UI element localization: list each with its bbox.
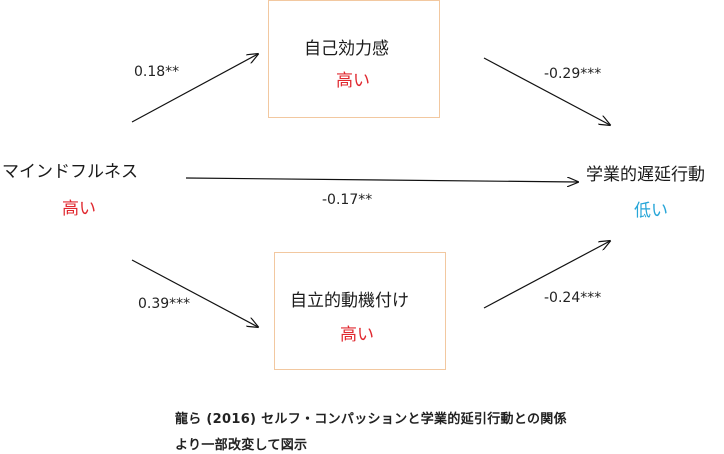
self-efficacy-level: 高い	[336, 71, 370, 91]
coef-mindfulness-procrastination: -0.17**	[322, 192, 373, 208]
arrow-mindfulness-to-self-efficacy	[131, 54, 258, 123]
mediator-box-self-efficacy	[268, 0, 440, 118]
mediator-box-autonomous-motivation	[274, 252, 446, 370]
coef-mindfulness-autonomous: 0.39***	[138, 296, 191, 312]
arrow-mindfulness-to-procrastination	[185, 178, 578, 182]
self-efficacy-label: 自己効力感	[304, 39, 389, 59]
caption-line-2: より一部改変して図示	[175, 438, 308, 453]
mindfulness-label: マインドフルネス	[2, 162, 138, 182]
coef-mindfulness-self-efficacy: 0.18**	[134, 64, 180, 80]
coef-autonomous-procrastination: -0.24***	[544, 290, 602, 306]
coef-self-efficacy-procrastination: -0.29***	[544, 66, 602, 82]
arrow-mindfulness-to-autonomous	[131, 259, 258, 327]
procrastination-label: 学業的遅延行動	[586, 165, 705, 185]
autonomous-motivation-level: 高い	[340, 325, 374, 345]
mindfulness-level: 高い	[62, 199, 96, 219]
caption-line-1: 龍ら (2016) セルフ・コンパッションと学業的延引行動との関係	[175, 412, 567, 427]
arrow-self-efficacy-to-procrastination	[483, 57, 610, 125]
arrow-autonomous-to-procrastination	[483, 241, 610, 309]
autonomous-motivation-label: 自立的動機付け	[290, 291, 409, 311]
procrastination-level: 低い	[634, 201, 668, 221]
